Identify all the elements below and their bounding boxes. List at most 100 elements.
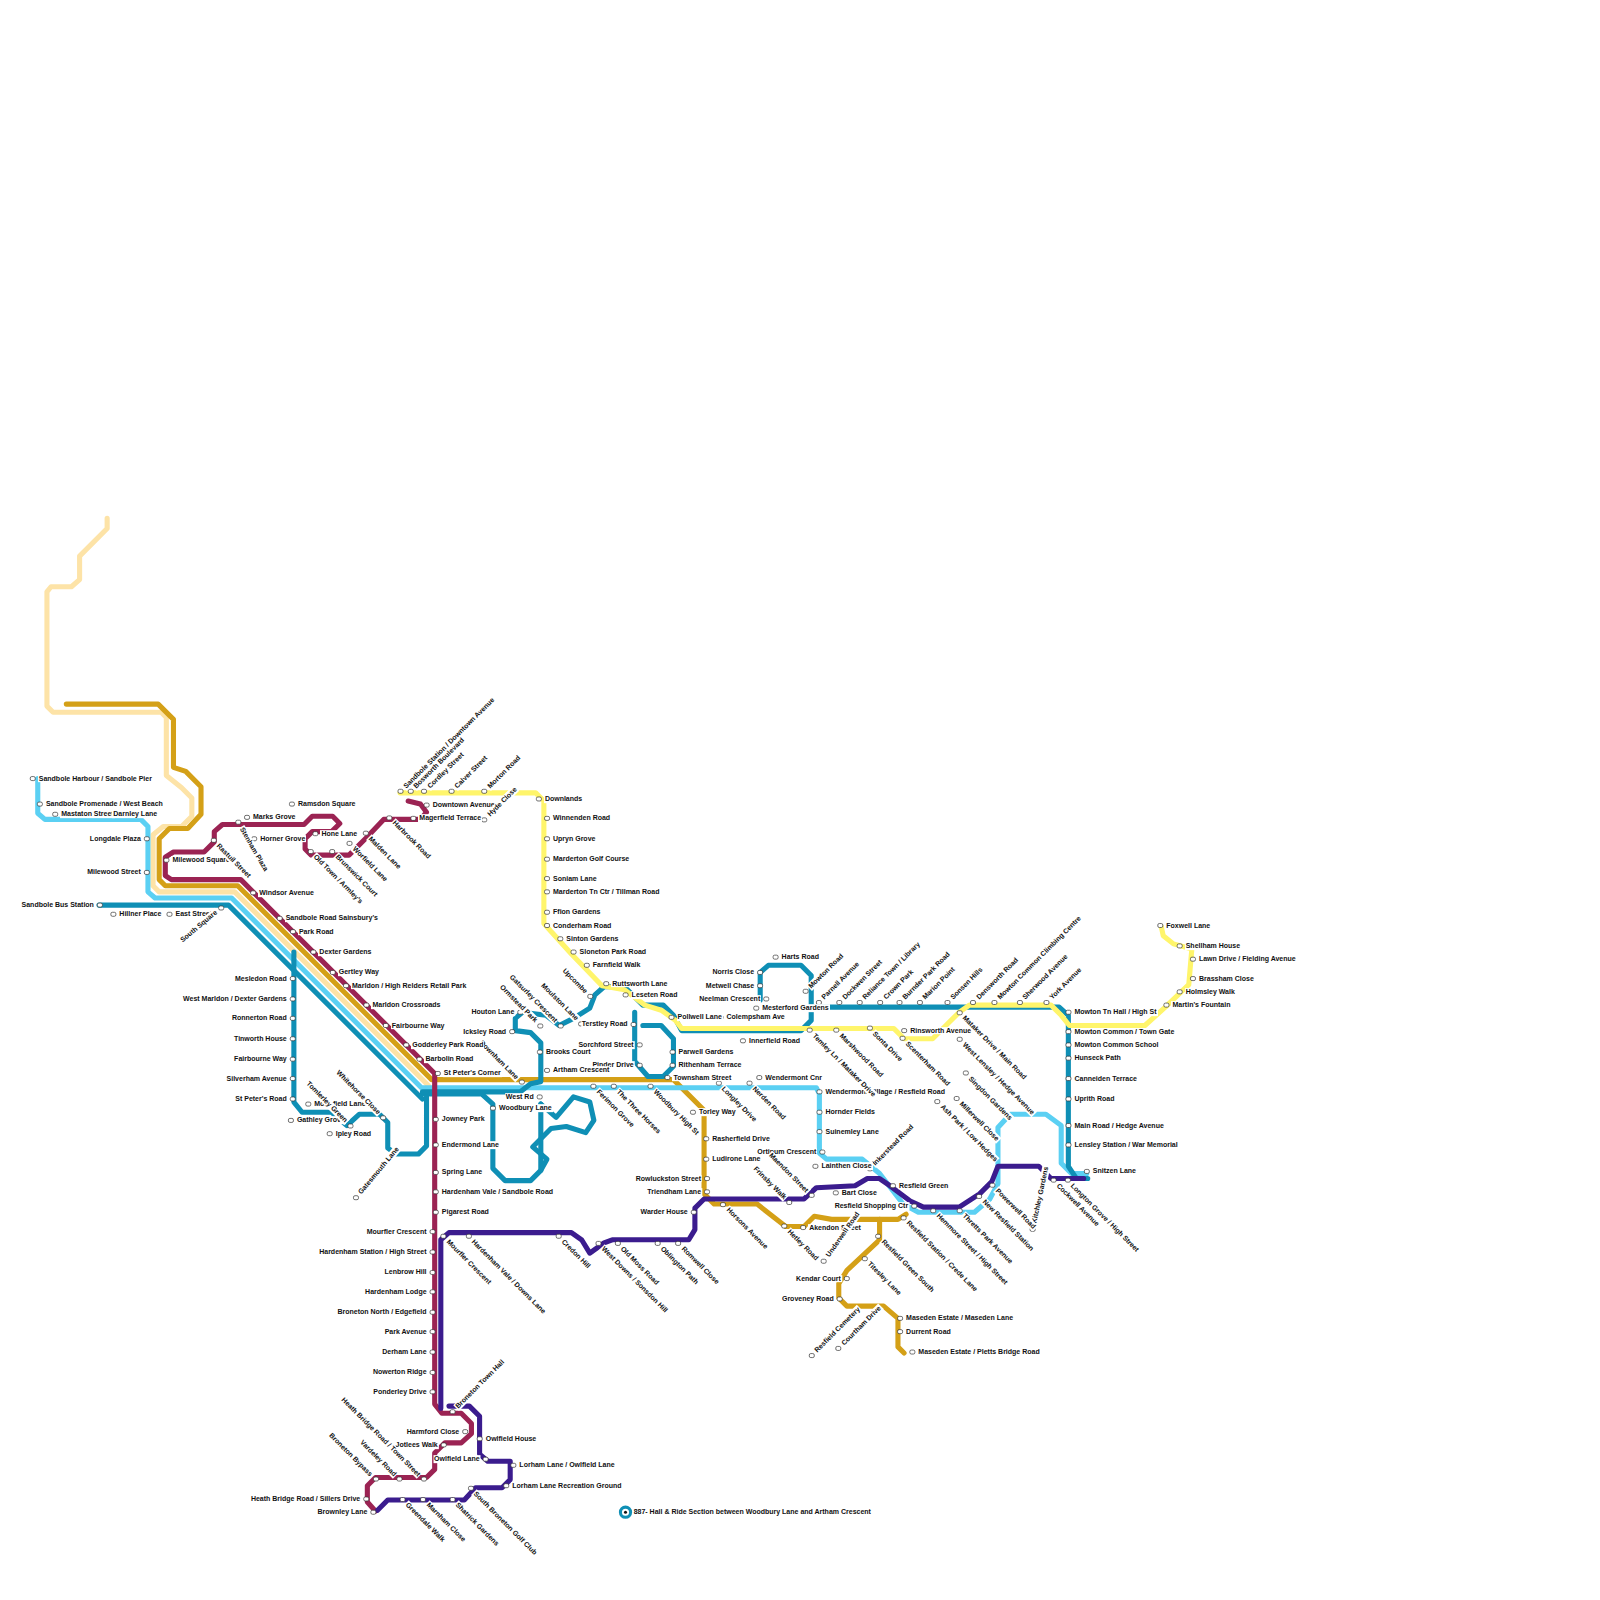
station-tick [754,1006,759,1010]
station-label: Snitzen Lane [1092,1168,1137,1176]
station-tick [290,1016,295,1020]
station-label: Gertley Way [338,969,380,977]
station-label: Rasherfield Drive [711,1135,771,1143]
station-tick [545,924,550,928]
station-label: Dexter Gardens [318,948,372,956]
station-tick [631,1022,636,1026]
station-tick [111,912,116,916]
station-label: Wendermont Village / Resfield Road [824,1088,946,1096]
station-tick [867,1026,872,1030]
station-label: Rinsworth Avenue [909,1027,972,1035]
station-label: Mourfler Crescent [366,1228,428,1236]
station-label: Marldon Crossroads [371,1001,441,1009]
station-tick [817,1110,822,1114]
station-tick [290,1037,295,1041]
station-tick [556,1234,561,1238]
station-label: Ponderley Drive [372,1388,427,1396]
station-label: Conderham Road [552,922,612,930]
station-tick [373,1477,378,1481]
station-label: Silverham Avenue [226,1075,288,1083]
station-tick [720,1203,725,1207]
station-tick [430,1270,435,1274]
station-label: Triendham Lane [646,1188,702,1196]
station-label: Sandbole Promenade / West Beach [45,800,164,808]
station-label: Lenbrow Hill [384,1269,428,1277]
station-tick [670,1063,675,1067]
station-tick [519,1080,524,1084]
station-tick [691,1210,696,1214]
station-tick [890,1184,895,1188]
station-tick [144,870,149,874]
station-tick [902,1029,907,1033]
station-tick [421,1477,426,1481]
station-tick [817,1130,822,1134]
station-label: Park Road [298,928,335,936]
station-tick [758,970,763,974]
station-label: Horner Grove [259,835,306,843]
station-label: Longdale Plaza [89,835,142,843]
station-tick [957,1209,962,1213]
station-tick [450,1498,455,1502]
station-label: Mowton Common Climbing Centre [995,914,1083,1002]
station-tick [897,1001,902,1005]
station-tick [311,950,316,954]
station-tick [330,970,335,974]
station-label: Lorham Lane / Owlfield Lane [518,1461,615,1469]
station-label: Marldon / High Relders Retail Park [351,982,467,990]
station-tick [420,1498,425,1502]
station-label: Rithenham Terrace [678,1061,743,1069]
station-tick [809,1354,814,1358]
station-label: Upryn Grove [552,835,596,843]
station-label: Metwell Chase [705,982,755,990]
station-tick [813,1164,818,1168]
station-tick [430,1310,435,1314]
station-label: Downlands [544,795,583,803]
station-label: Martin's Fountain [1171,1001,1231,1009]
station-tick [424,803,429,807]
station-tick [669,1015,674,1019]
station-label: Mowton Common School [1073,1041,1159,1049]
station-label: Upcombe [560,966,589,995]
station-tick [836,1346,841,1350]
station-label: Lainthen Close [820,1162,872,1170]
station-tick [537,1050,542,1054]
station-label: Park Avenue [384,1328,428,1336]
station-tick [665,1076,670,1080]
station-label: Icksley Road [462,1028,507,1036]
station-tick [970,1001,975,1005]
route-line [38,779,1087,1213]
station-tick [211,838,216,842]
station-tick [803,989,808,993]
station-label: Mourfler Crescent [444,1237,493,1286]
station-label: Longton Grove / High Street [1069,1181,1142,1254]
station-tick [584,963,589,967]
station-label: Parwell Gardens [678,1048,735,1056]
station-tick [764,997,769,1001]
station-tick [1066,1124,1071,1128]
station-label: Tinworth House [233,1035,288,1043]
station-tick [1051,1178,1056,1182]
station-label: Owlfield House [485,1435,538,1443]
station-tick [655,1241,660,1245]
station-label: Resfield Shopping Ctr [834,1202,910,1210]
station-tick [236,820,241,824]
station-tick [277,916,282,920]
station-label: Magerfield Terrace [418,815,482,823]
station-label: Foxwell Lane [1165,922,1211,930]
station-label: Colempsham Ave [726,1014,786,1022]
station-tick [977,1194,982,1198]
route-line [165,801,471,1511]
station-tick [844,1277,849,1281]
station-label: Barbolin Road [424,1055,474,1063]
station-tick [623,993,628,997]
station-tick [422,789,427,793]
station-tick [251,891,256,895]
station-tick [716,1081,721,1085]
station-tick [558,937,563,941]
station-label: Heath Bridge Road / Sillers Drive [250,1495,361,1503]
station-tick [637,1043,642,1047]
station-label: Durrent Road [905,1328,952,1336]
station-label: Lensley Station / War Memorial [1073,1141,1178,1149]
station-tick [1017,1001,1022,1005]
station-tick [1066,1097,1071,1101]
